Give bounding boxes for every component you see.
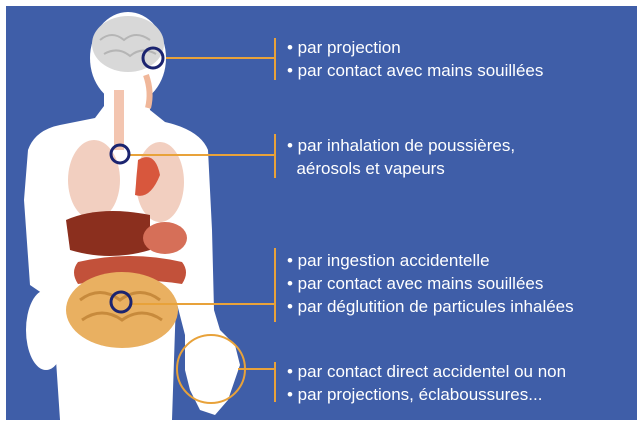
annotation-digestive: • par ingestion accidentelle • par conta… (287, 249, 574, 318)
annotation-line: aérosols et vapeurs (287, 157, 515, 180)
brain (92, 16, 164, 72)
annotation-lungs: • par inhalation de poussières, aérosols… (287, 134, 515, 180)
annotation-line: • par inhalation de poussières, (287, 134, 515, 157)
connector-head (166, 38, 275, 80)
annotation-line: • par contact avec mains souillées (287, 59, 543, 82)
annotation-line: • par ingestion accidentelle (287, 249, 574, 272)
connector-hand (238, 362, 275, 402)
annotation-line: • par contact direct accidentel ou non (287, 360, 566, 383)
annotation-line: • par déglutition de particules inhalées (287, 295, 574, 318)
annotation-line: • par projections, éclaboussures... (287, 383, 566, 406)
annotation-line: • par projection (287, 36, 543, 59)
annotation-hand: • par contact direct accidentel ou non •… (287, 360, 566, 406)
annotation-line: • par contact avec mains souillées (287, 272, 574, 295)
annotation-head: • par projection • par contact avec main… (287, 36, 543, 82)
